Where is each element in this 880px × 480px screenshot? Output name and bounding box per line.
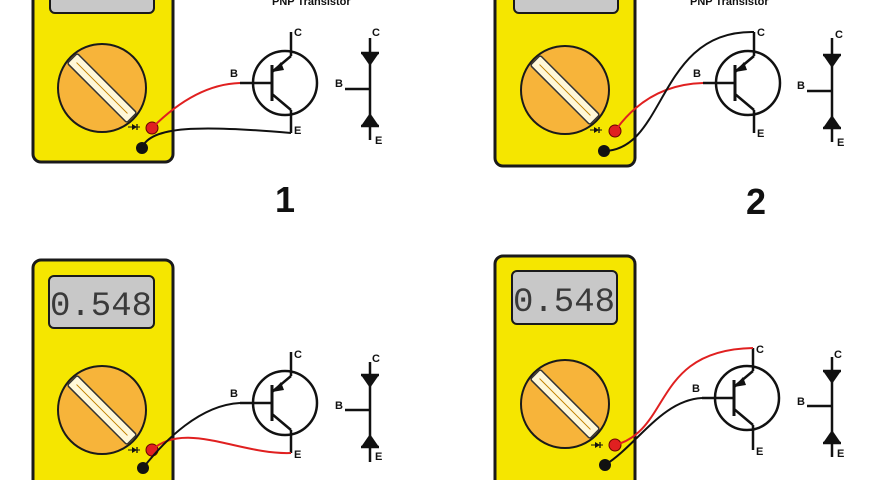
dial-knob-icon[interactable] [57,365,147,455]
multimeter-display [513,0,619,14]
probe-wire-red [151,82,241,129]
diode-icon [128,447,140,453]
transistor-symbol [240,352,319,453]
pin-label-b: B [230,388,238,400]
probe-wire-red [614,82,704,132]
probe-wire-black [604,397,703,466]
multimeter-display [49,0,155,14]
probe-wire-black [142,402,241,469]
transistor-symbol [703,32,782,133]
display-reading: 0.548 [50,288,152,326]
pin-label-c: C [756,344,764,356]
transistor-symbol [702,348,781,450]
transistor-symbol [240,32,319,133]
diode-label-c: C [372,27,380,39]
diode-label-b: B [797,80,805,92]
pin-label-e: E [756,446,763,458]
diode-label-c: C [834,349,842,361]
diode-label-c: C [835,29,843,41]
diode-label-e: E [837,448,844,460]
display-reading: 0.548 [513,284,615,322]
pin-label-b: B [693,68,701,80]
diode-label-e: E [375,451,382,463]
pin-label-b: B [692,383,700,395]
panel-heading: PNP Transistor [272,0,351,8]
dial-knob-icon[interactable] [520,45,610,135]
pin-label-e: E [757,128,764,140]
dial-knob-icon[interactable] [520,359,610,449]
panel-1: PNP Transistor C [31,0,382,220]
dial-knob-icon[interactable] [57,43,147,133]
diode-icon [591,442,603,448]
diode-equivalent-symbol [345,38,379,140]
pin-label-e: E [294,125,301,137]
pin-label-c: C [294,349,302,361]
diode-label-b: B [335,78,343,90]
pin-label-e: E [294,449,301,461]
multimeter-display [511,270,618,325]
probe-wire-black [603,30,755,152]
diode-label-c: C [372,353,380,365]
pin-label-c: C [757,27,765,39]
diode-label-b: B [797,396,805,408]
panel-3: 0.548 C B E [31,258,382,480]
diode-label-e: E [837,137,844,149]
step-number: 1 [275,179,295,220]
panel-2: PNP Transistor C B [493,0,844,222]
pin-label-c: C [294,27,302,39]
diode-equivalent-symbol [807,357,841,457]
diode-label-b: B [335,400,343,412]
diode-icon [128,124,140,130]
probe-wire-black [141,127,292,149]
diode-label-e: E [375,135,382,147]
pin-label-b: B [230,68,238,80]
panel-4: 0.548 C B E [493,254,844,480]
diode-equivalent-symbol [807,38,841,142]
probe-wire-red [614,347,754,446]
step-number: 2 [746,181,766,222]
diode-equivalent-symbol [345,362,379,462]
multimeter-display [48,275,155,329]
panel-heading: PNP Transistor [690,0,769,8]
diode-icon [590,127,602,133]
